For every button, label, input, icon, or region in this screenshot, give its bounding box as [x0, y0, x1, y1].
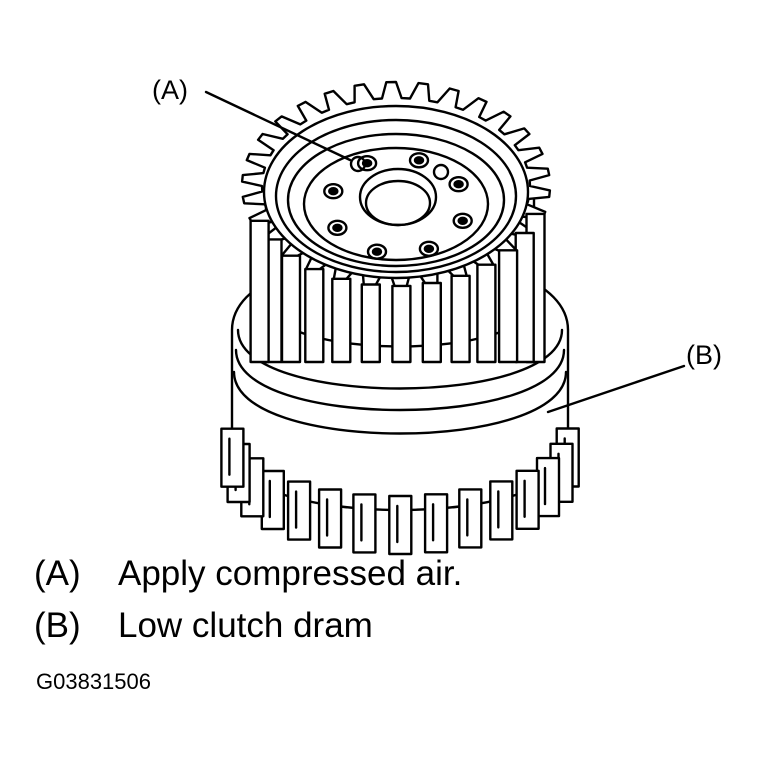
- gear-side-tooth: [391, 284, 412, 364]
- drum-spline: [458, 488, 483, 549]
- bolt-hole: [452, 212, 473, 230]
- bolt-hole-center: [328, 186, 339, 196]
- figure-id: G03831506: [36, 669, 151, 694]
- legend-key-b: (B): [34, 606, 81, 645]
- drum-spline: [352, 493, 377, 554]
- bolt-hole: [327, 219, 348, 237]
- leader-line-a: [204, 90, 352, 162]
- center-bore-inner: [364, 179, 432, 227]
- drum-spline: [535, 456, 561, 518]
- gear-side-tooth: [476, 263, 497, 364]
- bolt-hole: [323, 182, 344, 200]
- gear-side-tooth: [421, 281, 442, 364]
- drum-spline: [220, 427, 245, 488]
- legend-text-b: Low clutch dram: [118, 606, 373, 645]
- bolt-hole-center: [457, 216, 468, 226]
- gear-rim-outer: [262, 104, 530, 280]
- drum-spline: [286, 480, 312, 541]
- gear-side-tooth: [450, 274, 471, 364]
- bolt-hole: [356, 154, 378, 172]
- hub-face: [302, 146, 490, 262]
- gear-side-tooth: [497, 249, 519, 364]
- drum-spline: [260, 469, 285, 531]
- callout-b: (B): [686, 340, 722, 370]
- drum-splines: [220, 427, 580, 556]
- bolt-hole: [408, 152, 430, 169]
- drum-spline: [423, 493, 449, 554]
- drum-groove-low: [232, 370, 568, 435]
- gear-side-tooth: [331, 277, 352, 364]
- legend-item-b: (B) Low clutch dram: [34, 608, 373, 643]
- drum-spline: [317, 488, 343, 549]
- gear-rim-inner: [274, 118, 518, 274]
- drum-spline: [489, 480, 514, 541]
- gear-side-tooth: [304, 267, 325, 364]
- bolt-hole: [366, 243, 388, 260]
- gear-side-tooth: [514, 231, 535, 364]
- bolt-hole: [448, 175, 469, 193]
- drum-spline: [515, 469, 540, 530]
- bolt-hole-center: [423, 244, 435, 254]
- legend-item-a: (A) Apply compressed air.: [34, 556, 462, 591]
- gear-side-tooth: [360, 283, 381, 364]
- gear-side-tooth: [249, 219, 270, 364]
- bolt-hole: [418, 240, 440, 258]
- bolt-hole-center: [453, 179, 464, 189]
- drum-groove-mid: [234, 348, 566, 412]
- drum-gear: [240, 80, 552, 364]
- bolt-hole-center: [332, 223, 343, 233]
- legend-text-a: Apply compressed air.: [118, 554, 463, 593]
- legend-key-a: (A): [34, 554, 81, 593]
- bolt-hole-center: [371, 247, 383, 256]
- gear-side-teeth: [249, 212, 546, 364]
- leader-line-b: [546, 364, 686, 414]
- air-hole: [349, 155, 367, 173]
- gear-rim-step: [286, 132, 506, 268]
- drum-spline: [388, 494, 413, 556]
- bolt-hole-center: [413, 156, 425, 165]
- callout-a: (A): [152, 75, 188, 105]
- gear-side-tooth: [280, 254, 302, 364]
- air-hole-2: [432, 163, 450, 181]
